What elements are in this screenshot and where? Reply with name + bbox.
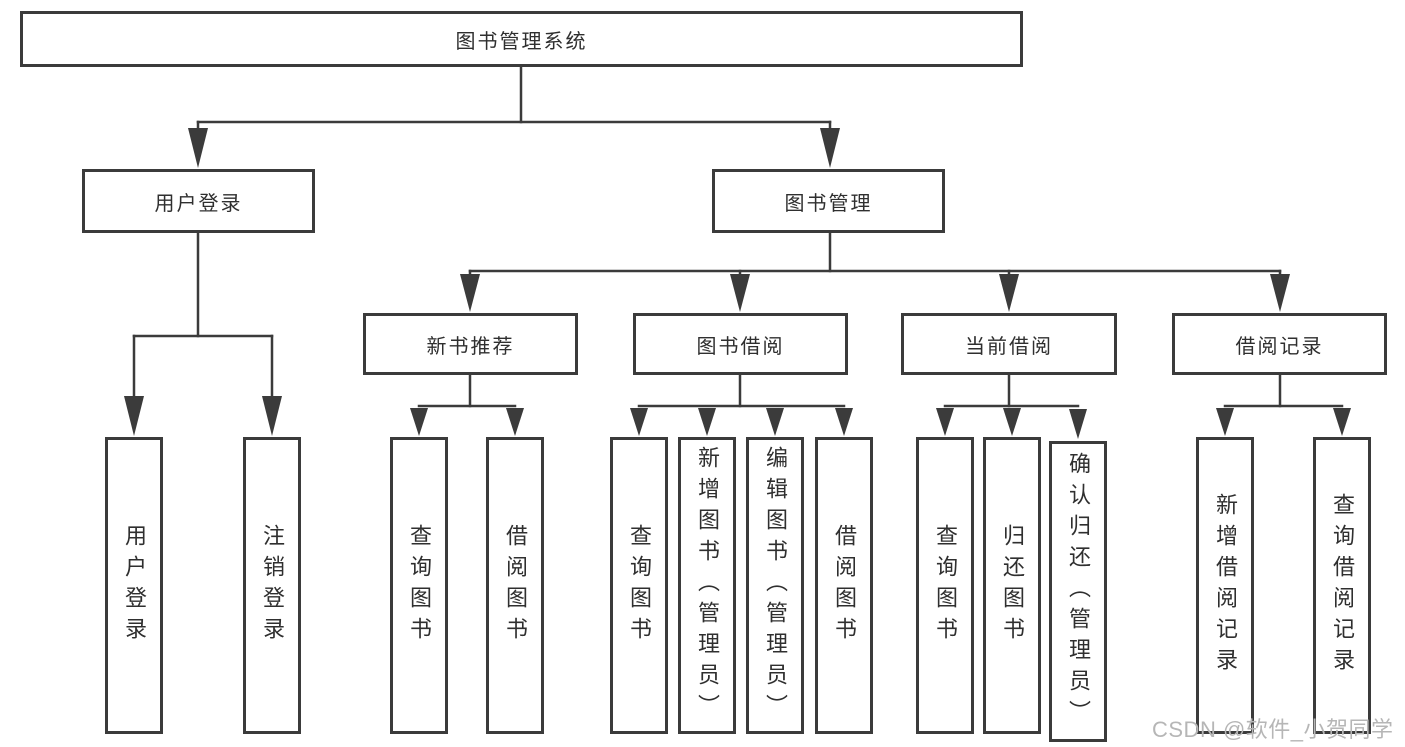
node-leaf-edit-book-admin: 编辑图书（管理员） bbox=[746, 437, 804, 734]
node-leaf-borrow-books-1-label: 借阅图书 bbox=[503, 523, 528, 648]
node-leaf-return-books-label: 归还图书 bbox=[1000, 523, 1025, 648]
node-book-management: 图书管理 bbox=[712, 169, 945, 233]
node-leaf-add-book-admin: 新增图书（管理员） bbox=[678, 437, 736, 734]
node-leaf-query-books-1: 查询图书 bbox=[390, 437, 448, 734]
node-leaf-query-books-2: 查询图书 bbox=[610, 437, 668, 734]
node-leaf-borrow-books-2: 借阅图书 bbox=[815, 437, 873, 734]
node-leaf-user-login: 用户登录 bbox=[105, 437, 163, 734]
node-library-management-system: 图书管理系统 bbox=[20, 11, 1023, 67]
node-leaf-query-books-3-label: 查询图书 bbox=[933, 523, 958, 648]
node-leaf-logout: 注销登录 bbox=[243, 437, 301, 734]
node-book-management-label: 图书管理 bbox=[784, 192, 873, 215]
node-leaf-query-books-2-label: 查询图书 bbox=[627, 523, 652, 648]
node-leaf-add-borrow-record: 新增借阅记录 bbox=[1196, 437, 1254, 734]
node-leaf-query-borrow-record: 查询借阅记录 bbox=[1313, 437, 1371, 734]
node-user-login-label: 用户登录 bbox=[154, 192, 243, 215]
node-leaf-user-login-label: 用户登录 bbox=[122, 523, 147, 648]
node-leaf-borrow-books-1: 借阅图书 bbox=[486, 437, 544, 734]
node-leaf-query-books-3: 查询图书 bbox=[916, 437, 974, 734]
node-leaf-return-books: 归还图书 bbox=[983, 437, 1041, 734]
node-book-borrowing: 图书借阅 bbox=[633, 313, 848, 375]
node-user-login: 用户登录 bbox=[82, 169, 315, 233]
node-current-borrowing: 当前借阅 bbox=[901, 313, 1117, 375]
node-new-book-recommend: 新书推荐 bbox=[363, 313, 578, 375]
node-leaf-confirm-return-admin-label: 确认归还（管理员） bbox=[1066, 452, 1091, 731]
node-leaf-add-book-admin-label: 新增图书（管理员） bbox=[695, 446, 720, 725]
node-leaf-query-books-1-label: 查询图书 bbox=[407, 523, 432, 648]
watermark: CSDN @软件_小贺同学 bbox=[1152, 717, 1394, 742]
node-borrowing-records: 借阅记录 bbox=[1172, 313, 1387, 375]
node-leaf-logout-label: 注销登录 bbox=[260, 523, 285, 648]
node-new-book-recommend-label: 新书推荐 bbox=[426, 335, 515, 358]
node-leaf-add-borrow-record-label: 新增借阅记录 bbox=[1213, 492, 1238, 679]
node-book-borrowing-label: 图书借阅 bbox=[696, 335, 785, 358]
node-current-borrowing-label: 当前借阅 bbox=[965, 335, 1053, 358]
node-leaf-confirm-return-admin: 确认归还（管理员） bbox=[1049, 441, 1107, 742]
node-leaf-edit-book-admin-label: 编辑图书（管理员） bbox=[763, 446, 788, 725]
node-borrowing-records-label: 借阅记录 bbox=[1235, 335, 1324, 358]
arrowheads bbox=[124, 128, 1351, 439]
node-library-management-system-label: 图书管理系统 bbox=[455, 30, 588, 53]
node-leaf-borrow-books-2-label: 借阅图书 bbox=[832, 523, 857, 648]
node-leaf-query-borrow-record-label: 查询借阅记录 bbox=[1330, 492, 1355, 679]
